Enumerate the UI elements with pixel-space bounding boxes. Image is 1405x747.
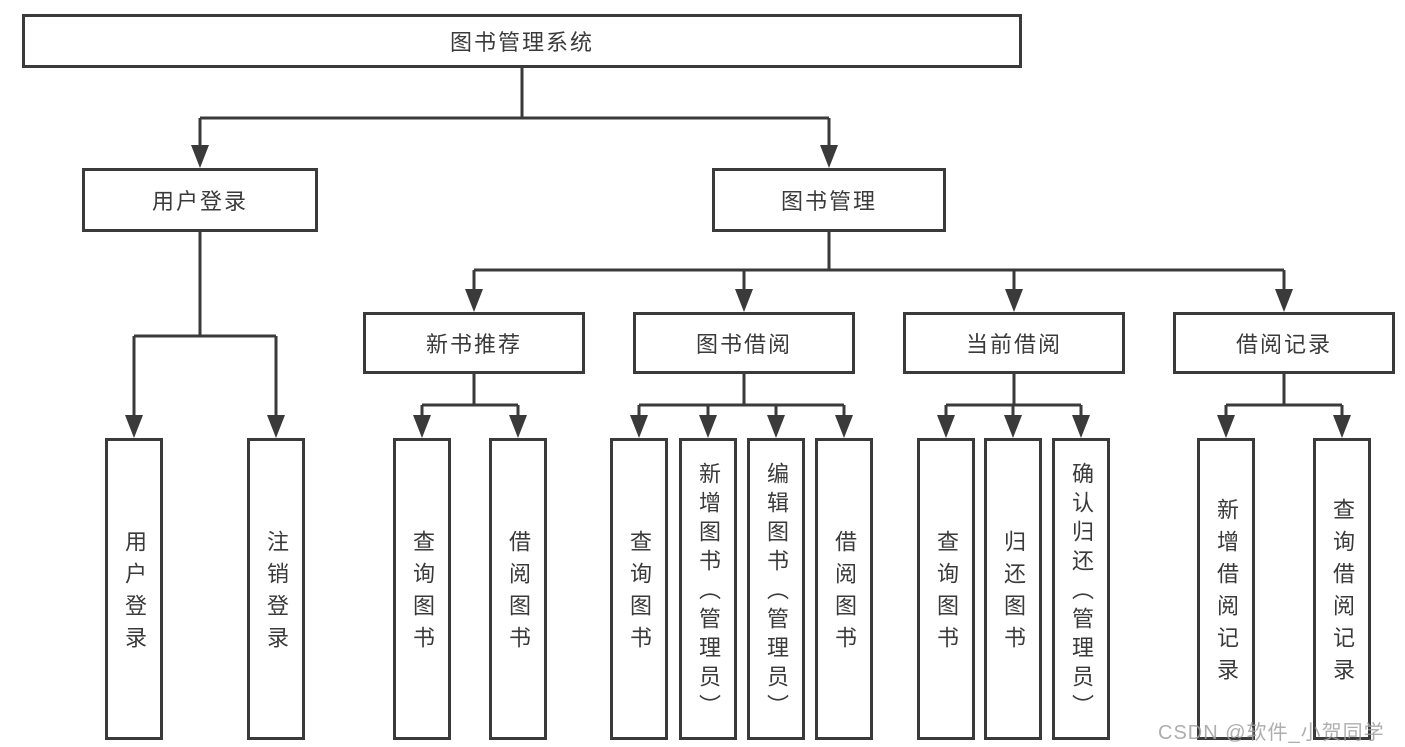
leaf-add-books-admin: 新增图书（管理员） [679, 438, 737, 740]
leaf-recommend-query-books-label: 查询图书 [410, 530, 435, 658]
leaf-add-borrow-record-label: 新增借阅记录 [1214, 498, 1239, 690]
node-book-borrow-label: 图书借阅 [695, 332, 792, 357]
leaf-current-query-books: 查询图书 [917, 438, 975, 740]
connector-user-login-to-leaves [125, 232, 285, 438]
leaf-user-login-label: 用户登录 [122, 530, 147, 658]
node-current-borrow: 当前借阅 [903, 312, 1125, 374]
node-root: 图书管理系统 [22, 14, 1022, 68]
node-user-login-label: 用户登录 [151, 189, 248, 214]
node-book-management: 图书管理 [712, 168, 946, 232]
leaf-current-query-books-label: 查询图书 [934, 530, 959, 658]
leaf-confirm-return-admin-label: 确认归还（管理员） [1069, 462, 1094, 723]
leaf-query-borrow-record-label: 查询借阅记录 [1330, 498, 1355, 690]
node-new-book-recommend: 新书推荐 [363, 312, 585, 374]
leaf-add-borrow-record: 新增借阅记录 [1197, 438, 1255, 740]
leaf-add-books-admin-label: 新增图书（管理员） [696, 462, 721, 723]
watermark: CSDN @软件_小贺同学 [1158, 722, 1385, 744]
node-user-login: 用户登录 [82, 168, 318, 232]
leaf-return-books: 归还图书 [984, 438, 1042, 740]
connector-book-borrow-to-leaves [630, 374, 853, 438]
leaf-user-login: 用户登录 [105, 438, 163, 740]
leaf-recommend-query-books: 查询图书 [393, 438, 451, 740]
leaf-borrow-query-books-label: 查询图书 [627, 530, 652, 658]
node-root-label: 图书管理系统 [449, 30, 594, 55]
node-borrow-records-label: 借阅记录 [1235, 332, 1332, 357]
leaf-edit-books-admin-label: 编辑图书（管理员） [764, 462, 789, 723]
connector-current-borrow-to-leaves [937, 374, 1090, 438]
connector-new-book-recommend-to-leaves [413, 374, 527, 438]
node-borrow-records: 借阅记录 [1173, 312, 1395, 374]
leaf-confirm-return-admin: 确认归还（管理员） [1052, 438, 1110, 740]
connector-borrow-records-to-leaves [1217, 374, 1351, 438]
node-book-borrow: 图书借阅 [633, 312, 855, 374]
leaf-borrow-books: 借阅图书 [815, 438, 873, 740]
leaf-recommend-borrow-books: 借阅图书 [489, 438, 547, 740]
leaf-borrow-query-books: 查询图书 [610, 438, 668, 740]
connector-root-to-level2 [191, 68, 838, 168]
leaf-query-borrow-record: 查询借阅记录 [1313, 438, 1371, 740]
node-new-book-recommend-label: 新书推荐 [425, 332, 522, 357]
leaf-edit-books-admin: 编辑图书（管理员） [747, 438, 805, 740]
node-book-management-label: 图书管理 [780, 189, 877, 214]
leaf-recommend-borrow-books-label: 借阅图书 [506, 530, 531, 658]
leaf-logout-label: 注销登录 [264, 530, 289, 658]
leaf-borrow-books-label: 借阅图书 [832, 530, 857, 658]
leaf-return-books-label: 归还图书 [1001, 530, 1026, 658]
connector-book-management-to-level3 [465, 232, 1293, 312]
leaf-logout: 注销登录 [247, 438, 305, 740]
node-current-borrow-label: 当前借阅 [965, 332, 1062, 357]
